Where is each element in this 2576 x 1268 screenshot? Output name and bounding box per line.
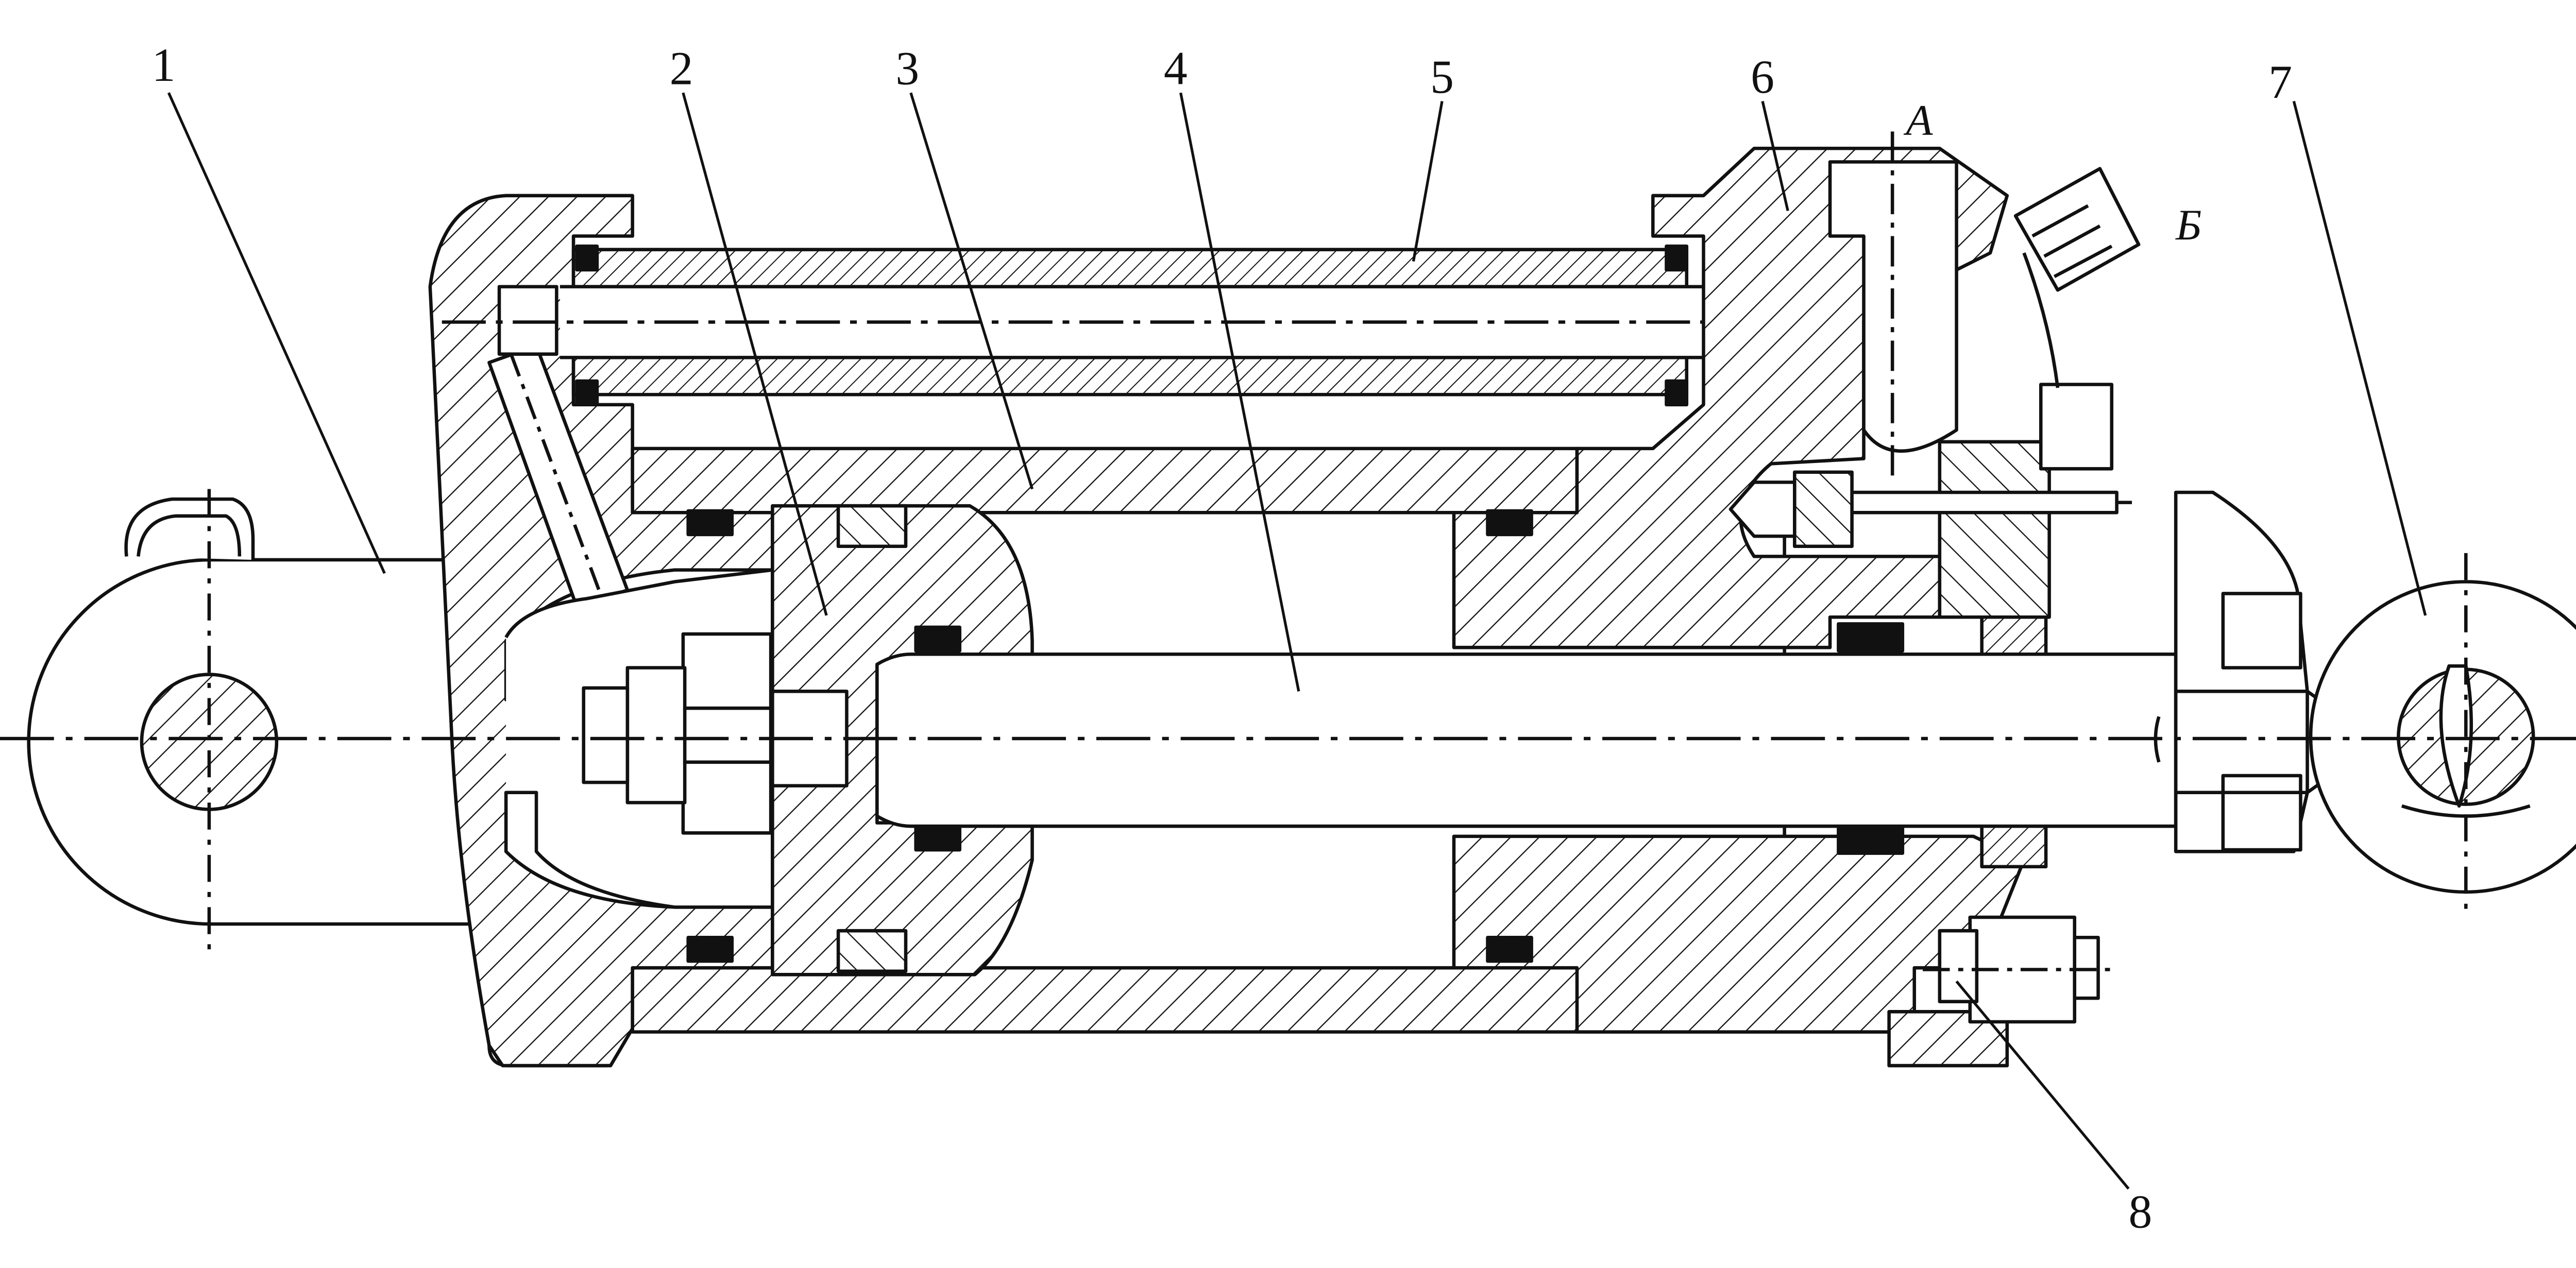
label-port-a: А [1903,96,1933,145]
piston [582,504,1034,976]
label-part-8: 8 [2128,1185,2152,1238]
label-part-2: 2 [670,42,693,95]
transfer-tube [442,244,1914,407]
label-part-4: 4 [1164,42,1188,95]
label-port-b: Б [2175,201,2201,249]
label-part-3: 3 [895,42,919,95]
rod-end-fork [2174,490,2333,853]
label-part-7: 7 [2268,56,2292,108]
label-part-1: 1 [152,39,176,91]
front-head [1452,131,2134,1068]
part-labels: 1 2 3 4 5 6 7 8 А Б [152,39,2292,1238]
leader-lines [167,92,2427,1190]
label-part-5: 5 [1430,50,1454,103]
hose-fitting [2013,167,2141,388]
label-part-6: 6 [1751,50,1774,103]
